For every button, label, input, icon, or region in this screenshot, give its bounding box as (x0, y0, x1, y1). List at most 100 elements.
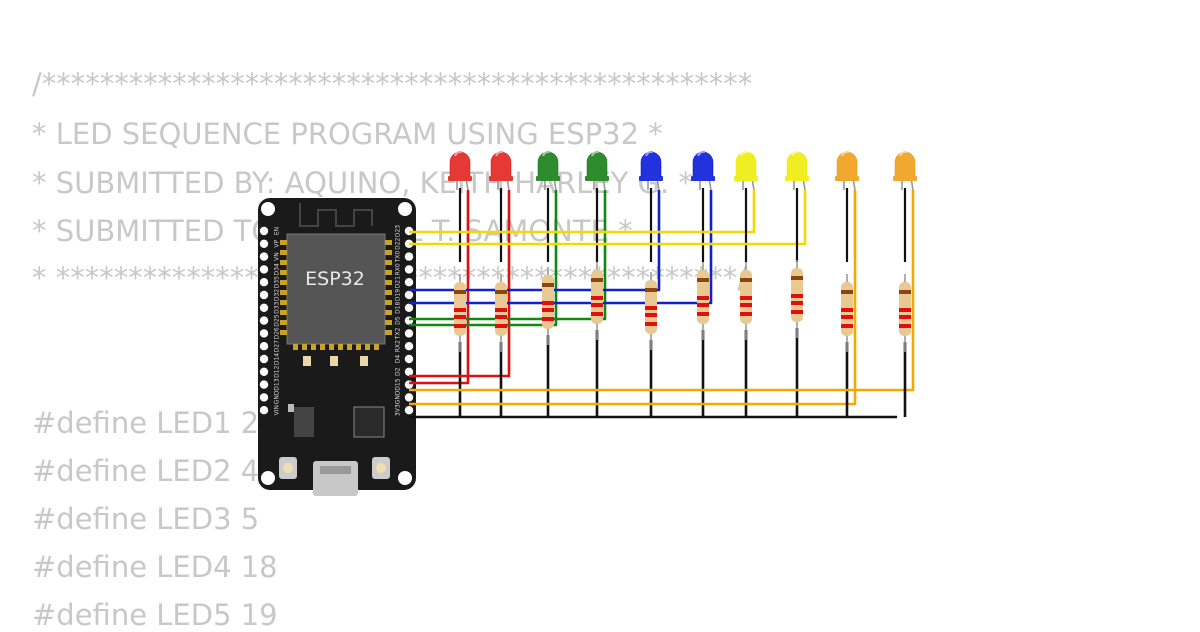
resistor-band (495, 290, 507, 294)
resistor-band (591, 303, 603, 307)
header-pin (259, 406, 269, 415)
module-pad (320, 344, 325, 350)
header-pin (259, 303, 269, 312)
mount-hole (398, 202, 412, 216)
pin-label: D26 (274, 327, 281, 339)
module-pad (280, 290, 287, 295)
module-pad (280, 280, 287, 285)
led-red (489, 150, 513, 191)
antenna-trace (299, 203, 373, 227)
resistor-band (645, 313, 657, 317)
smd-part (330, 356, 338, 366)
led-highlight (841, 150, 850, 157)
header-pin (404, 303, 414, 312)
led-highlight (591, 150, 600, 157)
boot-button-cap (283, 463, 293, 473)
led-dome (640, 151, 662, 179)
module-pad (280, 270, 287, 275)
module-pad (385, 240, 392, 245)
pin-label: D32 (274, 289, 281, 301)
module-pad (385, 250, 392, 255)
header-pin (404, 265, 414, 274)
pin-label: VN (274, 252, 281, 261)
pin-label: RX0 (395, 263, 402, 275)
pin-label: D4 (395, 355, 402, 364)
mount-hole (398, 471, 412, 485)
pin-label: D35 (274, 276, 281, 288)
resistor-band (841, 315, 853, 319)
code-line: #define LED2 4 (32, 454, 260, 488)
pin-label: TX0 (395, 251, 402, 264)
header-pin (259, 265, 269, 274)
leds (448, 150, 917, 191)
led-rim (585, 176, 609, 181)
regulator-tab (288, 404, 294, 412)
code-line: #define LED3 5 (32, 502, 260, 536)
led-rim (691, 176, 715, 181)
led-highlight (791, 150, 800, 157)
led-dome (692, 151, 714, 179)
led-blue (691, 150, 715, 191)
module-pad (280, 300, 287, 305)
header-pin (259, 239, 269, 248)
code-line: * SUBMITTED BY: AQUINO, KEITH HARLEY G. … (32, 166, 693, 200)
esp32-module (286, 233, 386, 345)
header-pin (259, 290, 269, 300)
header-pin (404, 342, 414, 351)
led-rim (448, 176, 472, 181)
resistor-band (454, 290, 466, 294)
resistor-band (697, 296, 709, 300)
header-pin (259, 252, 269, 261)
led-dome (449, 151, 471, 179)
led-orange (893, 150, 917, 191)
pin-label: D22 (395, 237, 402, 249)
pin-label: D18 (395, 301, 402, 313)
pin-label: D13 (274, 378, 281, 390)
usb-port-inner (320, 466, 351, 474)
right-pin-header (404, 226, 414, 415)
header-pin (404, 329, 414, 338)
resistor-band (495, 308, 507, 312)
led-rim (835, 176, 859, 181)
header-pin (259, 226, 269, 236)
signal-wire-yellow (409, 190, 756, 234)
led-green (585, 150, 609, 191)
module-pad (329, 344, 334, 350)
module-pad (347, 344, 352, 350)
code-line: * LED SEQUENCE PROGRAM USING ESP32 * (32, 117, 663, 151)
led-highlight (697, 150, 706, 157)
resistor-band (542, 301, 554, 305)
module-pads (280, 240, 392, 350)
led-rim (734, 176, 758, 181)
led-red (448, 150, 472, 191)
module-pad (385, 310, 392, 315)
led-dome (836, 151, 858, 179)
resistor-band (791, 276, 803, 280)
pin-label: D12 (274, 365, 281, 377)
led-highlight (495, 150, 504, 157)
resistor-band (454, 324, 466, 328)
led-rim (893, 176, 917, 181)
resistor-band (841, 308, 853, 312)
led-dome (786, 151, 808, 179)
pin-label: VP (274, 240, 281, 248)
code-line: /***************************************… (32, 67, 753, 101)
resistor-band (740, 278, 752, 282)
pin-label: 3V3 (395, 404, 402, 416)
led-rim (639, 176, 663, 181)
led-highlight (899, 150, 908, 157)
led-orange (835, 150, 859, 191)
module-pad (385, 280, 392, 285)
pin-label: D5 (395, 316, 402, 325)
resistor-band (841, 324, 853, 328)
module-pad (385, 320, 392, 325)
esp32-board[interactable]: ESP32 ENVPVND34D35D32D33D25D26D27D14D12D… (258, 198, 416, 496)
header-pin (404, 252, 414, 261)
resistor-band (899, 308, 911, 312)
header-pin (259, 380, 269, 389)
signal-wire-red (409, 190, 470, 385)
resistor-band (740, 296, 752, 300)
resistor-band (542, 317, 554, 321)
resistor-band (591, 296, 603, 300)
led-rim (489, 176, 513, 181)
